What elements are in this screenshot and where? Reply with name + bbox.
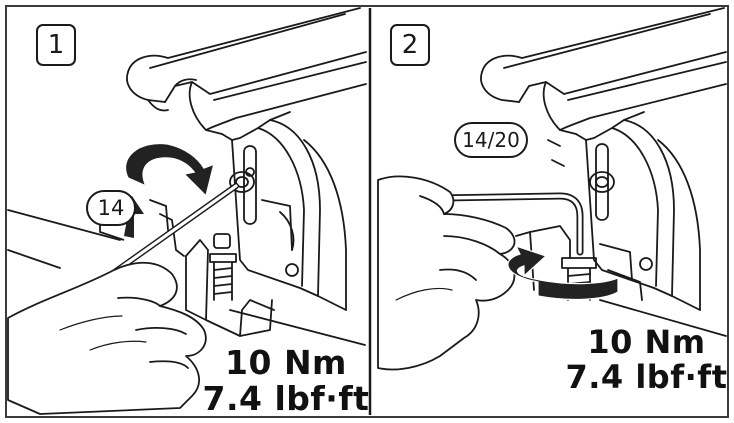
step-number-box: 2: [390, 24, 430, 66]
torque-value-nm: 10 Nm: [225, 343, 347, 382]
step-number-box: 1: [36, 24, 76, 66]
panel-step-2: 2 14/20 10 Nm 7.4 lbf·ft: [372, 8, 729, 415]
panel-step-1: 1 14 10 Nm 7.4 lbf·ft: [8, 8, 369, 415]
figure-frame: [5, 5, 729, 418]
tool-size-callout: 14: [86, 190, 136, 226]
roof-line: [7, 209, 121, 241]
crossbar-top: [127, 7, 361, 73]
adjustment-slot: [243, 145, 257, 225]
clamp-screw-head: [213, 233, 231, 249]
tool-size-callout: 14/20: [454, 122, 528, 158]
torque-value-lbf: 7.4 lbf·ft: [565, 358, 728, 396]
torque-value-lbf: 7.4 lbf·ft: [202, 379, 370, 418]
foot-bracket: [221, 111, 291, 141]
panel-2-drawing: [377, 7, 727, 371]
torque-spec: 10 Nm 7.4 lbf·ft: [196, 346, 376, 415]
panel-1-drawing: [7, 7, 367, 415]
bolt-head: [229, 171, 255, 193]
torque-value-nm: 10 Nm: [587, 323, 706, 361]
rotation-arrow-2: [507, 244, 619, 301]
torque-spec: 10 Nm 7.4 lbf·ft: [564, 326, 729, 393]
